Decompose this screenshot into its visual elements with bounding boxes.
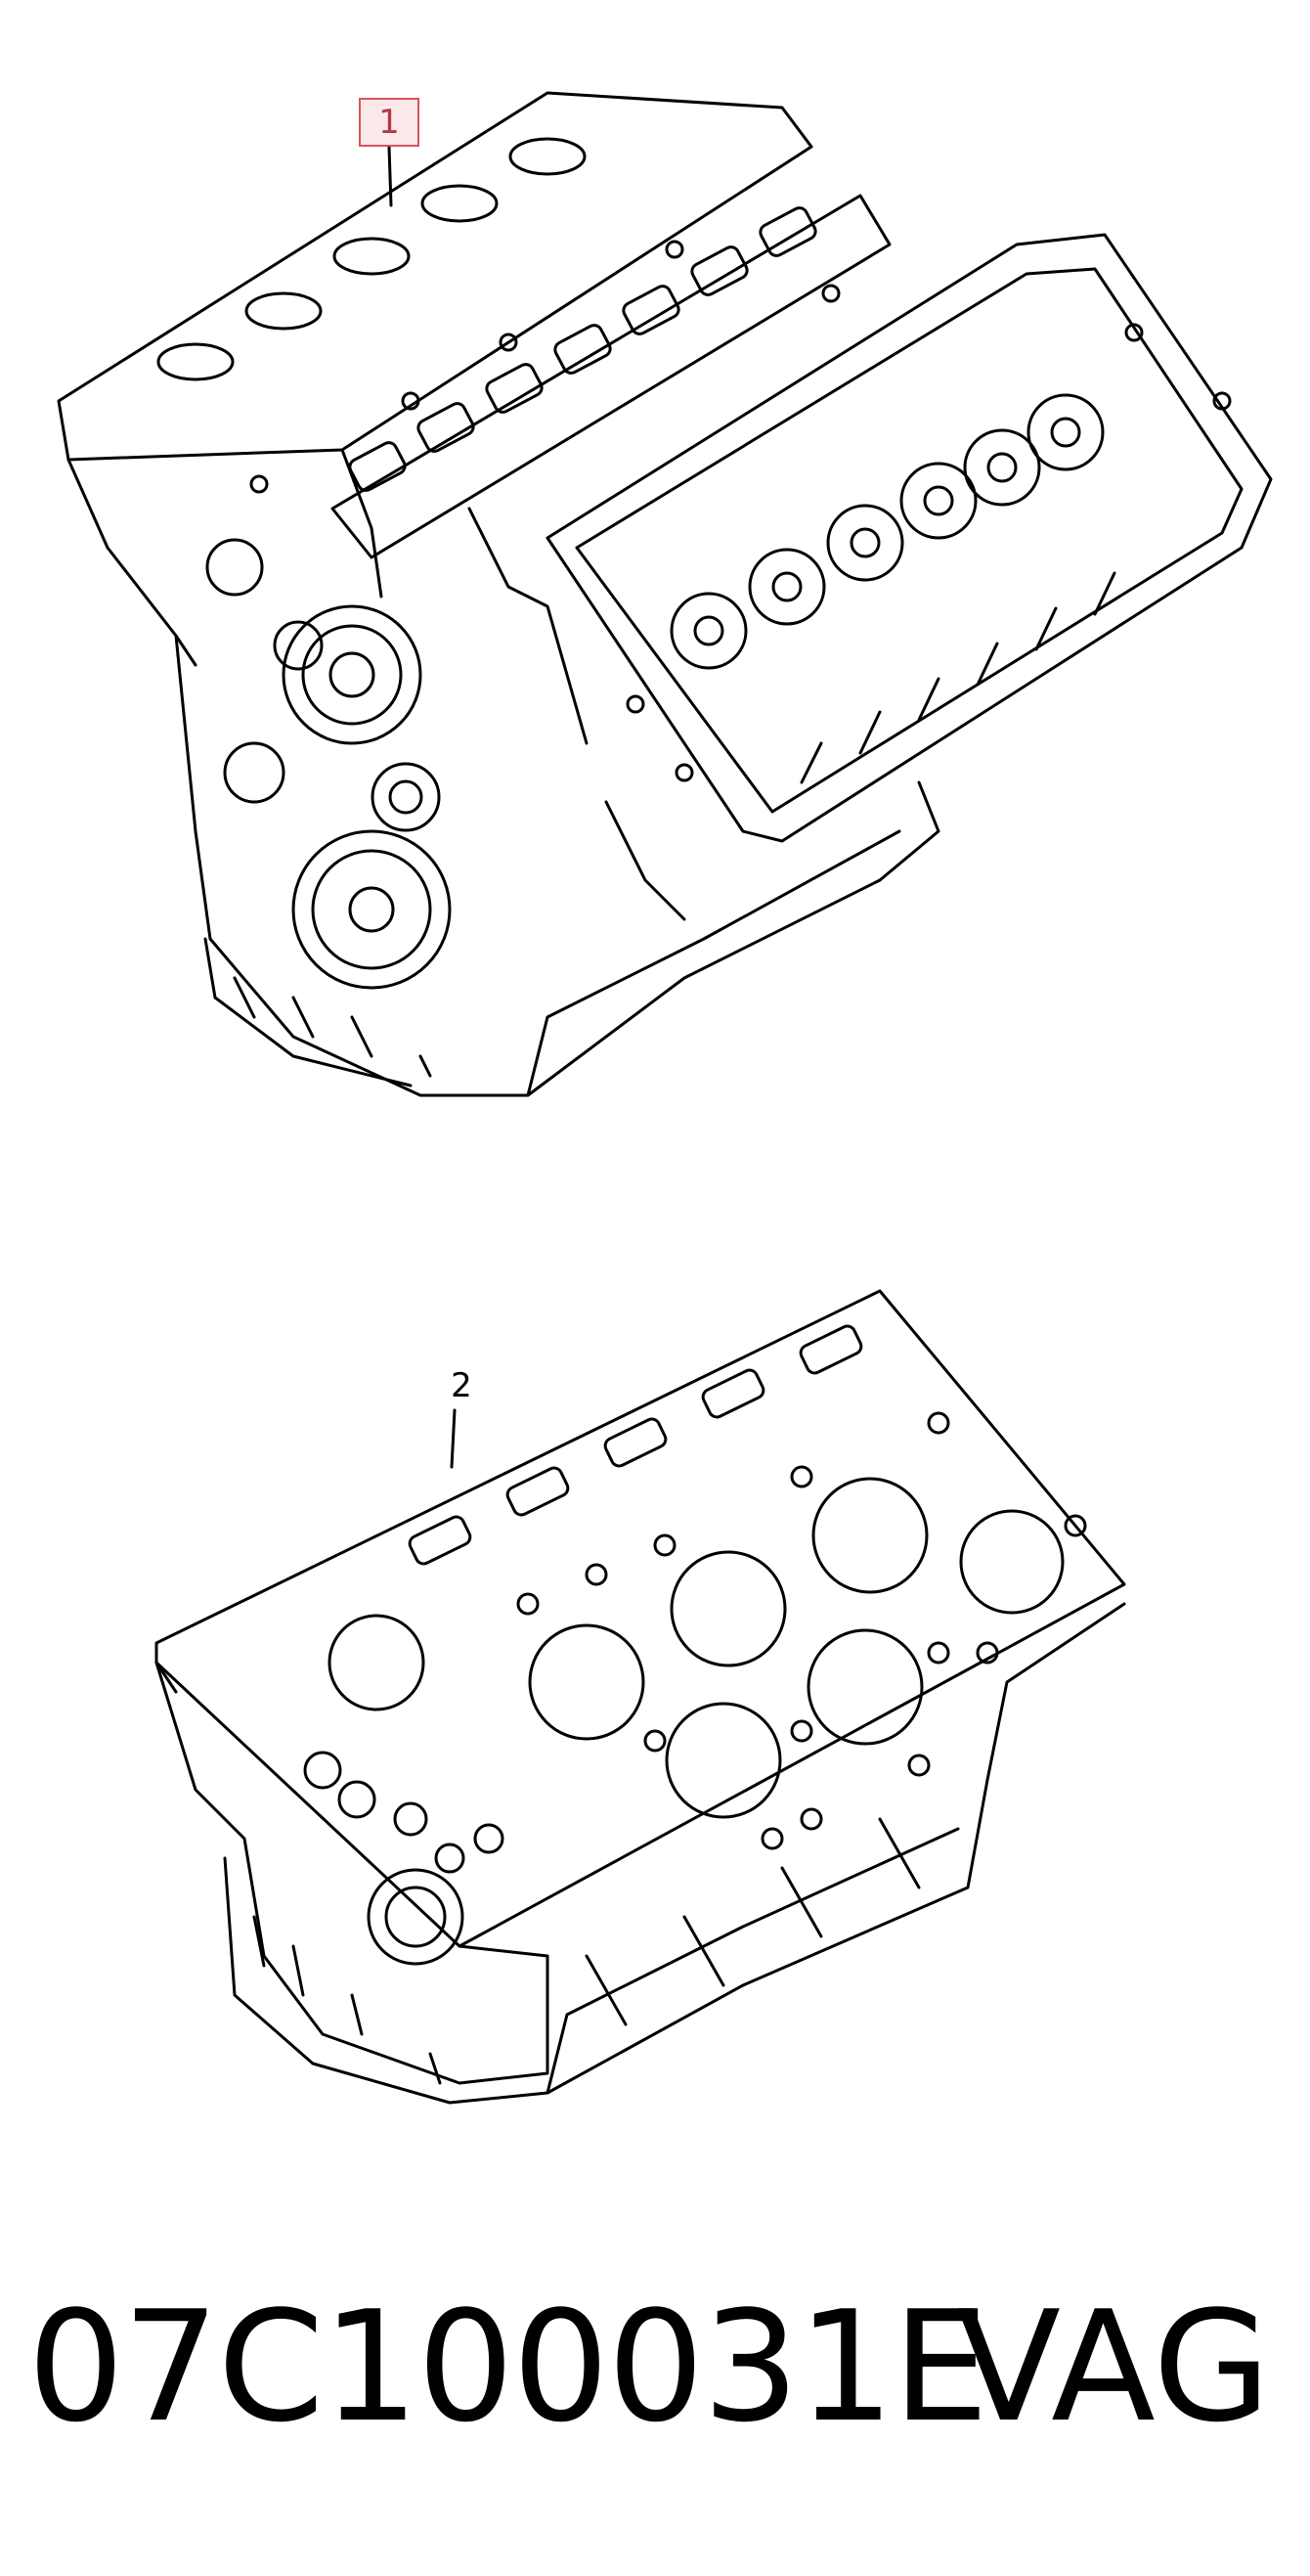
callout-2[interactable]: 2: [451, 1366, 472, 1405]
engine-block-illustration: [154, 1289, 1126, 2105]
engine-assembly-illustration: [57, 91, 1273, 1097]
brand-label: VAG: [956, 2278, 1271, 2456]
caption-row: 07C100031E VAG: [0, 2279, 1310, 2455]
parts-diagram: [57, 91, 1273, 2105]
callout-1-highlighted[interactable]: 1: [359, 98, 419, 147]
part-number: 07C100031E: [27, 2278, 989, 2456]
